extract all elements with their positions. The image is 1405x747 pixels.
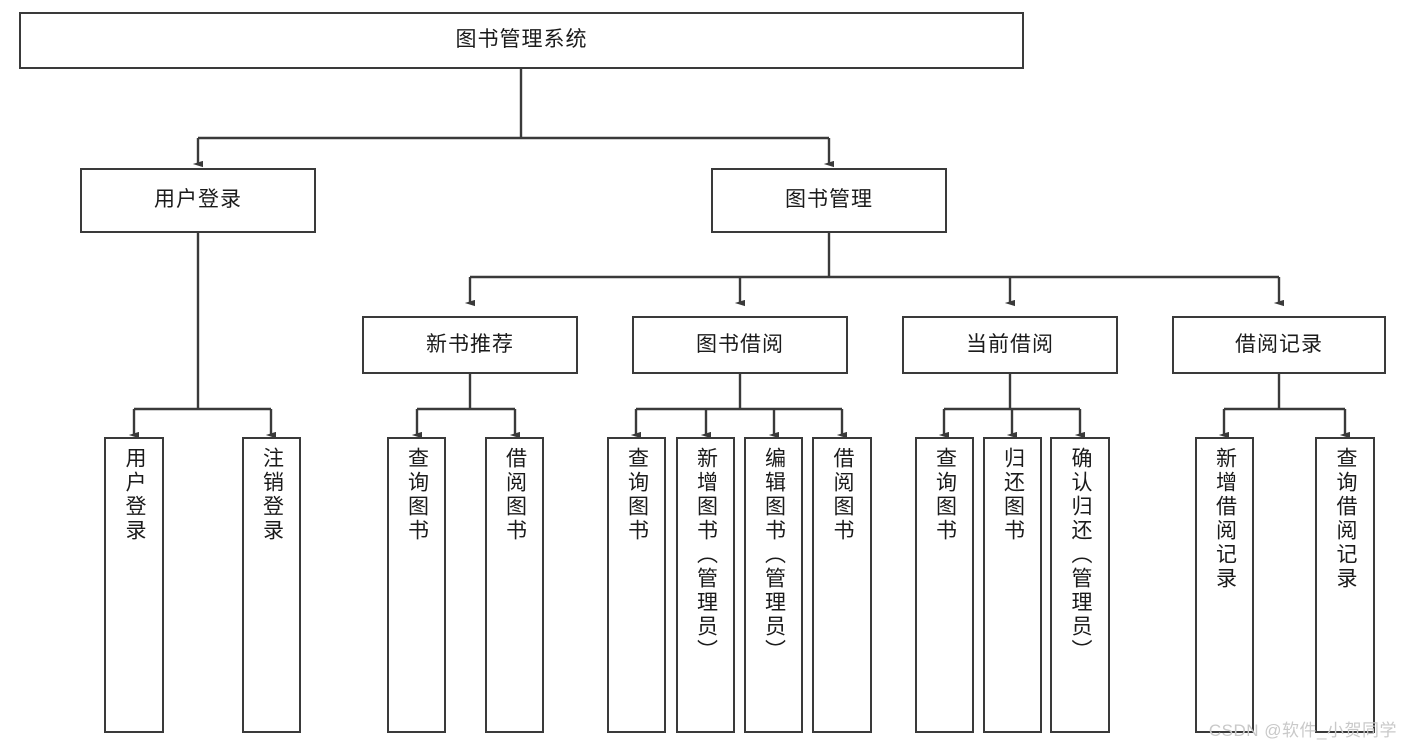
node-leaf-edit-book-admin-label: 编辑图书（管理员） (762, 447, 786, 663)
node-leaf-edit-book-admin[interactable]: 编辑图书（管理员） (744, 437, 803, 733)
node-leaf-add-book-admin-label: 新增图书（管理员） (694, 447, 718, 663)
node-leaf-borrow-book-1-label: 借阅图书 (503, 447, 527, 543)
node-leaf-return-book-label: 归还图书 (1001, 447, 1025, 543)
node-leaf-query-book-2[interactable]: 查询图书 (607, 437, 666, 733)
node-leaf-confirm-return-admin-label: 确认归还（管理员） (1069, 447, 1093, 663)
node-borrow-record-label: 借阅记录 (1235, 332, 1323, 356)
node-leaf-borrow-book-2-label: 借阅图书 (831, 447, 855, 543)
node-current-borrow[interactable]: 当前借阅 (902, 316, 1118, 374)
node-root[interactable]: 图书管理系统 (19, 12, 1024, 69)
node-user-login[interactable]: 用户登录 (80, 168, 316, 233)
node-book-manage[interactable]: 图书管理 (711, 168, 947, 233)
node-leaf-query-book-1[interactable]: 查询图书 (387, 437, 446, 733)
node-leaf-confirm-return-admin[interactable]: 确认归还（管理员） (1050, 437, 1110, 733)
node-leaf-query-book-2-label: 查询图书 (625, 447, 649, 543)
node-leaf-return-book[interactable]: 归还图书 (983, 437, 1042, 733)
node-leaf-user-login[interactable]: 用户登录 (104, 437, 164, 733)
node-leaf-query-book-1-label: 查询图书 (405, 447, 429, 543)
node-leaf-user-login-label: 用户登录 (123, 447, 147, 543)
node-leaf-query-book-3[interactable]: 查询图书 (915, 437, 974, 733)
node-leaf-user-logout[interactable]: 注销登录 (242, 437, 301, 733)
node-book-borrow[interactable]: 图书借阅 (632, 316, 848, 374)
node-leaf-user-logout-label: 注销登录 (260, 447, 284, 543)
node-root-label: 图书管理系统 (455, 28, 588, 52)
node-leaf-add-book-admin[interactable]: 新增图书（管理员） (676, 437, 735, 733)
node-leaf-query-book-3-label: 查询图书 (933, 447, 957, 543)
node-book-manage-label: 图书管理 (785, 188, 873, 212)
node-borrow-record[interactable]: 借阅记录 (1172, 316, 1386, 374)
node-leaf-borrow-book-1[interactable]: 借阅图书 (485, 437, 544, 733)
csdn-watermark: CSDN @软件_小贺同学 (1208, 721, 1397, 740)
node-new-book-recommend-label: 新书推荐 (426, 332, 514, 356)
node-leaf-borrow-book-2[interactable]: 借阅图书 (812, 437, 872, 733)
node-leaf-query-borrow-record[interactable]: 查询借阅记录 (1315, 437, 1375, 733)
node-leaf-query-borrow-record-label: 查询借阅记录 (1334, 447, 1358, 591)
node-book-borrow-label: 图书借阅 (696, 332, 784, 356)
node-leaf-add-borrow-record[interactable]: 新增借阅记录 (1195, 437, 1254, 733)
node-new-book-recommend[interactable]: 新书推荐 (362, 316, 578, 374)
node-user-login-label: 用户登录 (154, 188, 242, 212)
node-current-borrow-label: 当前借阅 (966, 332, 1054, 356)
node-leaf-add-borrow-record-label: 新增借阅记录 (1213, 447, 1237, 591)
